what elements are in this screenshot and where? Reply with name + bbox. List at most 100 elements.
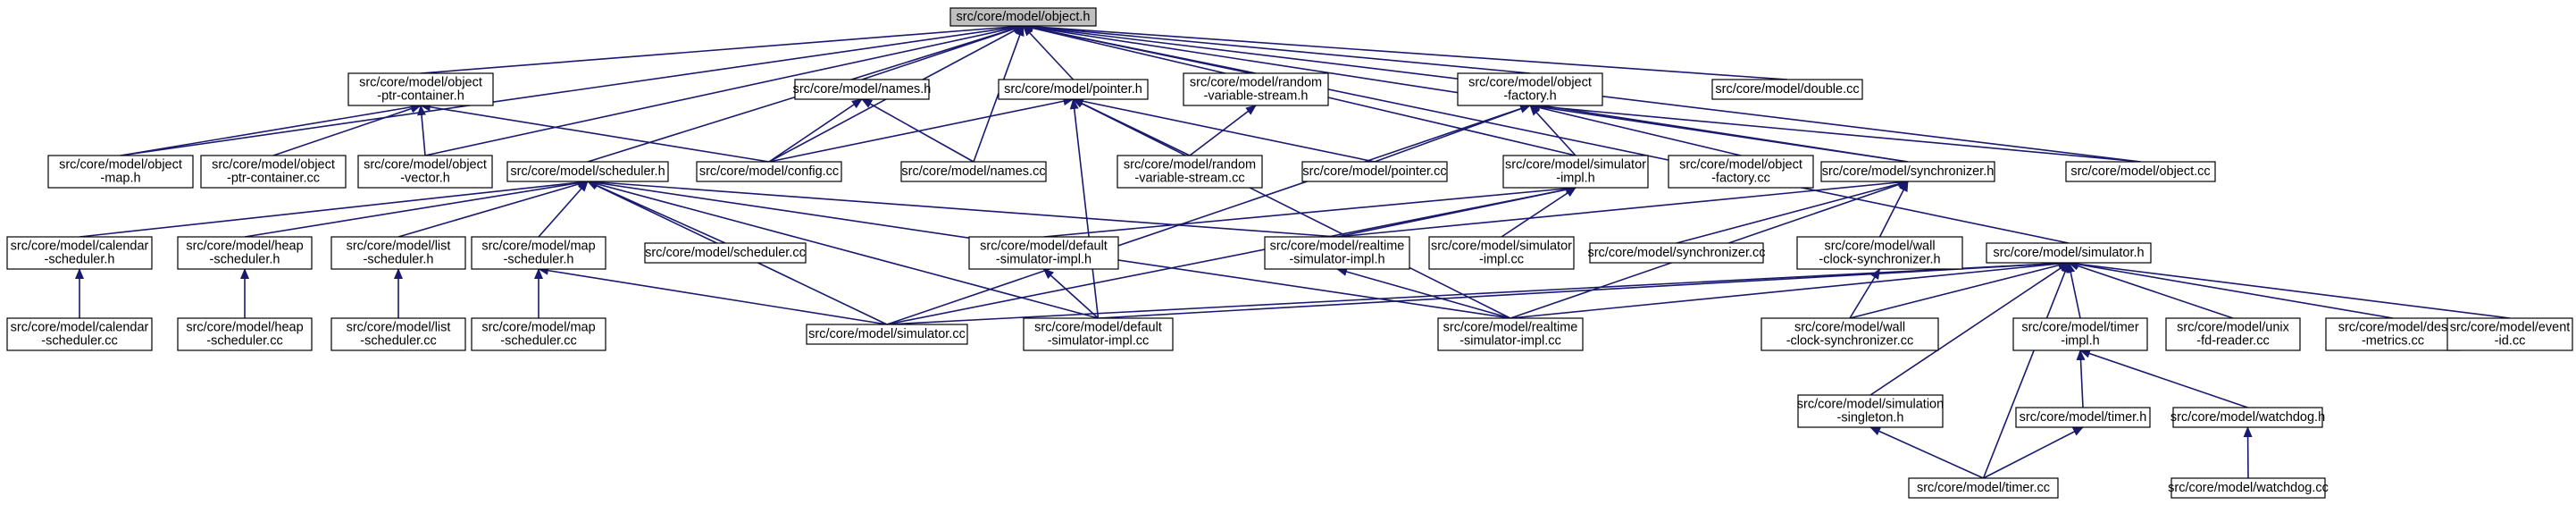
node-pointer-h[interactable]: src/core/model/pointer.h <box>998 79 1149 100</box>
node-ptr-container-cc[interactable]: src/core/model/object-ptr-container.cc <box>200 155 347 189</box>
node-label: -map.h <box>100 172 140 186</box>
edge-map_h-to-ptr_container_h <box>120 102 422 156</box>
node-event-cc[interactable]: src/core/model/event-id.cc <box>2446 317 2573 351</box>
node-label: src/core/model/heap <box>186 321 303 335</box>
node-cal-sched-h[interactable]: src/core/model/calendar-scheduler.h <box>6 236 153 270</box>
node-label: src/core/model/map <box>481 321 595 335</box>
node-label: src/core/model/random <box>1190 76 1322 90</box>
node-heap-sched-cc[interactable]: src/core/model/heap-scheduler.cc <box>177 317 313 351</box>
edge-double_cc-to-object_h <box>1022 21 1788 80</box>
node-label: src/core/model/object.cc <box>2070 164 2210 179</box>
node-label: -scheduler.cc <box>500 334 576 349</box>
node-scheduler-cc[interactable]: src/core/model/scheduler.cc <box>644 242 807 264</box>
node-box <box>1797 394 1944 428</box>
node-timer-cc[interactable]: src/core/model/timer.cc <box>1908 477 2059 499</box>
edge-realtime_cc-to-pointer_h <box>1072 98 1511 319</box>
node-sim-impl-h[interactable]: src/core/model/simulator-impl.h <box>1502 155 1649 189</box>
node-label: src/core/model/realtime <box>1443 321 1578 335</box>
node-box <box>644 242 807 264</box>
edge-heap_sched_h-to-scheduler_h <box>244 178 589 238</box>
node-label: -scheduler.cc <box>360 334 436 349</box>
node-simulator-cc[interactable]: src/core/model/simulator.cc <box>806 324 968 345</box>
node-cal-sched-cc[interactable]: src/core/model/calendar-scheduler.cc <box>6 317 153 351</box>
node-box <box>1457 72 1603 106</box>
node-map-sched-cc[interactable]: src/core/model/map-scheduler.cc <box>471 317 606 351</box>
node-synchronizer-h[interactable]: src/core/model/synchronizer.h <box>1820 161 1995 182</box>
nodes-layer: src/core/model/object.h src/core/model/ob… <box>6 7 2573 499</box>
node-box <box>1711 79 1863 100</box>
node-label: -ptr-container.h <box>377 89 464 104</box>
node-timer-h[interactable]: src/core/model/timer.h <box>2015 407 2151 428</box>
node-object-h[interactable]: src/core/model/object.h <box>949 7 1097 27</box>
node-box <box>794 79 930 100</box>
node-box <box>1183 72 1329 106</box>
node-synchronizer-cc[interactable]: src/core/model/synchronizer.cc <box>1587 242 1766 264</box>
node-realtime-cc[interactable]: src/core/model/realtime-simulator-impl.c… <box>1437 317 1584 351</box>
edge-default_cc-to-default_h <box>1042 268 1100 319</box>
edge-wall_cc-to-simulator_h <box>1849 260 2070 319</box>
node-label: src/core/model/object <box>1679 158 1802 173</box>
node-map-sched-h[interactable]: src/core/model/map-scheduler.h <box>471 236 606 270</box>
node-double-cc[interactable]: src/core/model/double.cc <box>1711 79 1863 100</box>
node-simulator-h[interactable]: src/core/model/simulator.h <box>1986 242 2152 264</box>
node-label: -scheduler.h <box>45 253 115 267</box>
node-watchdog-cc[interactable]: src/core/model/watchdog.cc <box>2168 477 2329 499</box>
node-sim-impl-cc[interactable]: src/core/model/simulator-impl.cc <box>1428 236 1575 270</box>
node-random-cc[interactable]: src/core/model/random-variable-stream.cc <box>1117 155 1263 189</box>
node-map-h[interactable]: src/core/model/object-map.h <box>47 155 194 189</box>
node-box <box>200 155 347 189</box>
node-box <box>1437 317 1584 351</box>
edge-map_sched_h-to-scheduler_h <box>538 181 589 238</box>
node-label: src/core/model/realtime <box>1270 240 1405 254</box>
node-list-sched-h[interactable]: src/core/model/list-scheduler.h <box>330 236 466 270</box>
edge-cal_sched_h-to-scheduler_h <box>79 178 589 238</box>
node-label: src/core/model/random <box>1124 158 1256 173</box>
node-des-cc[interactable]: src/core/model/des-metrics.cc <box>2325 317 2461 351</box>
node-box <box>2165 317 2301 351</box>
node-default-h[interactable]: src/core/model/default-simulator-impl.h <box>968 236 1119 270</box>
node-scheduler-h[interactable]: src/core/model/scheduler.h <box>506 161 669 182</box>
edge-timer_cc-to-timer_h <box>1983 426 2084 479</box>
node-unix-cc[interactable]: src/core/model/unix-fd-reader.cc <box>2165 317 2301 351</box>
node-realtime-h[interactable]: src/core/model/realtime-simulator-impl.h <box>1264 236 1410 270</box>
edge-simulator_cc-to-sim_impl_h <box>886 185 1577 325</box>
node-pointer-cc[interactable]: src/core/model/pointer.cc <box>1301 161 1448 182</box>
edge-object_cc-to-factory_h <box>1529 102 2141 163</box>
node-singleton-h[interactable]: src/core/model/simulation-singleton.h <box>1797 394 1944 428</box>
node-label: -vector.h <box>400 172 450 186</box>
node-label: -variable-stream.h <box>1204 89 1309 104</box>
node-names-h[interactable]: src/core/model/names.h <box>793 79 932 100</box>
edge-ptr_container_cc-to-ptr_container_h <box>272 104 422 156</box>
node-box <box>471 236 606 270</box>
node-list-sched-cc[interactable]: src/core/model/list-scheduler.cc <box>330 317 466 351</box>
node-names-cc[interactable]: src/core/model/names.cc <box>900 161 1047 182</box>
node-box <box>968 236 1119 270</box>
node-random-h[interactable]: src/core/model/random-variable-stream.h <box>1183 72 1329 106</box>
node-label: -simulator-impl.h <box>996 253 1091 267</box>
node-heap-sched-h[interactable]: src/core/model/heap-scheduler.h <box>177 236 313 270</box>
node-label: src/core/model/scheduler.h <box>510 164 665 179</box>
node-vector-h[interactable]: src/core/model/object-vector.h <box>357 155 493 189</box>
node-object-cc[interactable]: src/core/model/object.cc <box>2065 161 2216 182</box>
node-label: -factory.cc <box>1711 172 1770 186</box>
node-label: src/core/model/calendar <box>11 240 149 254</box>
edge-event_cc-to-simulator_h <box>2068 259 2511 319</box>
node-ptr-container-h[interactable]: src/core/model/object-ptr-container.h <box>347 72 494 106</box>
node-label: src/core/model/timer.h <box>2020 410 2147 425</box>
node-label: src/core/model/wall <box>1824 240 1935 254</box>
node-label: -singleton.h <box>1837 411 1904 425</box>
node-box <box>2015 407 2151 428</box>
node-config-cc[interactable]: src/core/model/config.cc <box>696 161 842 182</box>
node-factory-cc[interactable]: src/core/model/object-factory.cc <box>1668 155 1814 189</box>
node-wall-h[interactable]: src/core/model/wall-clock-synchronizer.h <box>1796 236 1963 270</box>
node-label: src/core/model/scheduler.cc <box>645 246 806 260</box>
node-watchdog-h[interactable]: src/core/model/watchdog.h <box>2170 407 2325 428</box>
node-factory-h[interactable]: src/core/model/object-factory.h <box>1457 72 1603 106</box>
node-label: src/core/model/default <box>1034 321 1162 335</box>
node-label: -scheduler.h <box>364 253 434 267</box>
node-timer-impl-h[interactable]: src/core/model/timer-impl.h <box>2012 317 2148 351</box>
node-default-cc[interactable]: src/core/model/default-simulator-impl.cc <box>1023 317 1174 351</box>
node-wall-cc[interactable]: src/core/model/wall-clock-synchronizer.c… <box>1761 317 1939 351</box>
edge-synchronizer_cc-to-synchronizer_h <box>1676 180 1909 244</box>
node-box <box>1117 155 1263 189</box>
